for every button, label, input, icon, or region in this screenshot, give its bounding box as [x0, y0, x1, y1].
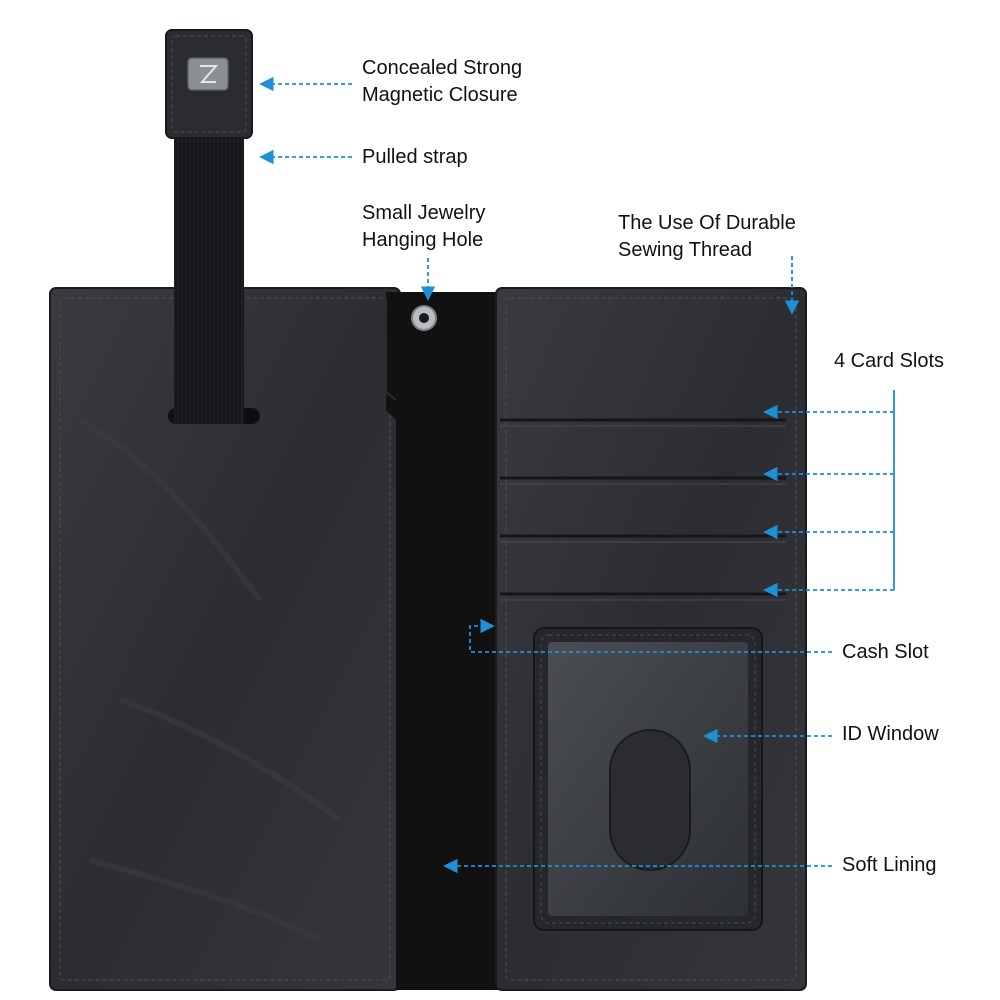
- label-jewelry: Small Jewelry Hanging Hole: [362, 202, 486, 251]
- label-strap: Pulled strap: [362, 146, 468, 168]
- right-interior: [495, 287, 807, 991]
- z-logo-icon: [187, 57, 229, 91]
- label-closure: Concealed Strong Magnetic Closure: [362, 57, 523, 106]
- center-lining: [385, 292, 500, 990]
- label-id-window: ID Window: [842, 723, 939, 745]
- label-card-slots: 4 Card Slots: [834, 350, 945, 372]
- card-slot-edges: [500, 418, 786, 596]
- callout-lines: [259, 76, 895, 874]
- label-cash-slot: Cash Slot: [842, 641, 929, 663]
- label-thread: The Use Of Durable Sewing Thread: [618, 212, 796, 261]
- pull-strap: [165, 29, 253, 424]
- label-soft-lining: Soft Lining: [842, 854, 937, 876]
- callout-cash: [469, 618, 832, 653]
